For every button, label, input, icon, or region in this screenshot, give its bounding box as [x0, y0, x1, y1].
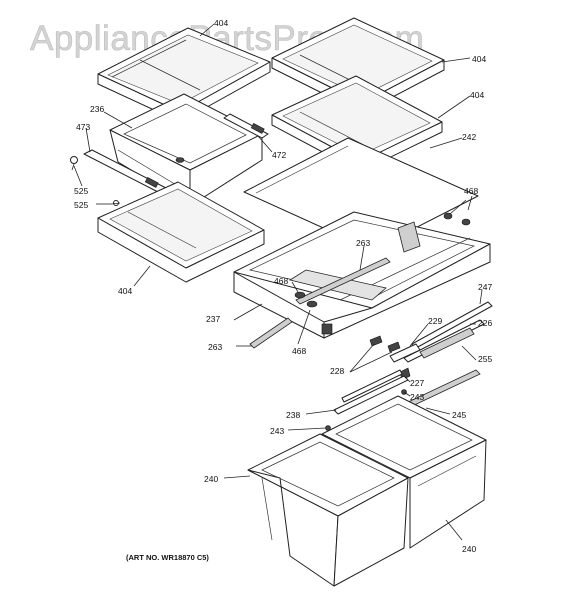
callout-242: 242	[462, 132, 476, 142]
callout-240b: 240	[462, 544, 476, 554]
callout-243b: 243	[270, 426, 284, 436]
callout-472: 472	[272, 150, 286, 160]
callout-229: 229	[428, 316, 442, 326]
callout-525b: 525	[74, 200, 88, 210]
callout-468a: 468	[464, 186, 478, 196]
callout-227: 227	[410, 378, 424, 388]
art-number: (ART NO. WR18870 C5)	[126, 553, 209, 562]
seal-strip-lower	[249, 317, 293, 349]
callout-237: 237	[206, 314, 220, 324]
callout-473: 473	[76, 122, 90, 132]
seal-strip-upper	[295, 257, 391, 305]
callout-236: 236	[90, 104, 104, 114]
crisper-pan-right	[321, 395, 487, 549]
callout-238: 238	[286, 410, 300, 420]
callout-404d: 404	[118, 286, 132, 296]
crisper-slides	[403, 301, 493, 363]
callout-240a: 240	[204, 474, 218, 484]
callout-263b: 263	[208, 342, 222, 352]
screws	[70, 156, 121, 206]
callout-228: 228	[330, 366, 344, 376]
callout-468b: 468	[274, 276, 288, 286]
callout-labels: 404 404 404 404 236 473 472 242 468 468 …	[74, 18, 492, 554]
callout-468c: 468	[292, 346, 306, 356]
leader-lines	[73, 23, 483, 541]
callout-226: 226	[478, 318, 492, 328]
callout-404b: 404	[472, 54, 486, 64]
callout-245: 245	[452, 410, 466, 420]
crisper-pan-left	[247, 433, 409, 587]
callout-255: 255	[478, 354, 492, 364]
callout-404a: 404	[214, 18, 228, 28]
drawer-rail-left	[83, 149, 167, 193]
callout-263a: 263	[356, 238, 370, 248]
clips	[294, 212, 471, 308]
drawer-rail-right	[223, 113, 269, 139]
small-brackets	[369, 335, 421, 381]
shelf-lower-left	[97, 181, 265, 283]
callout-247: 247	[478, 282, 492, 292]
callout-404c: 404	[470, 90, 484, 100]
callout-525a: 525	[74, 186, 88, 196]
callout-243a: 243	[410, 392, 424, 402]
